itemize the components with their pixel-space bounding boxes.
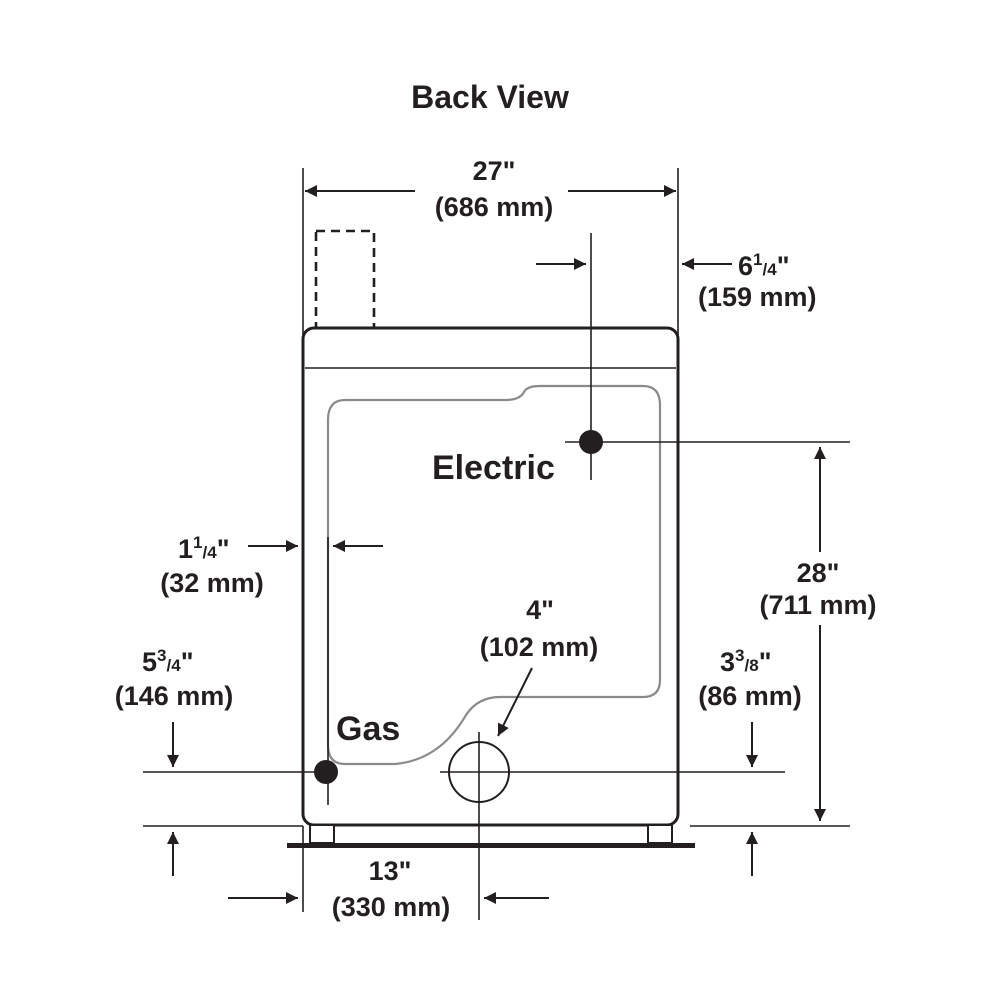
floor-line	[287, 843, 695, 848]
width-imperial: 27"	[473, 156, 516, 186]
dryer-body	[301, 326, 680, 827]
right-foot	[647, 824, 673, 844]
vent-side-metric: (330 mm)	[332, 892, 451, 922]
vent-diameter-arrow	[497, 667, 533, 737]
gas-height-imperial: 53/4"	[142, 646, 194, 677]
width-metric: (686 mm)	[435, 192, 554, 222]
vent-height-metric: (86 mm)	[698, 681, 802, 711]
vent-height-imperial: 33/8"	[720, 646, 772, 677]
gas-offset-metric: (32 mm)	[160, 568, 264, 598]
electric-label: Electric	[432, 449, 555, 487]
vent-diameter-imperial: 4"	[526, 595, 554, 625]
left-foot	[309, 824, 335, 844]
electric-offset-metric: (159 mm)	[698, 282, 817, 312]
electric-offset-imperial: 61/4"	[738, 250, 790, 281]
gas-label: Gas	[336, 710, 400, 748]
electric-connection-dot	[579, 430, 603, 454]
gas-height-metric: (146 mm)	[115, 681, 234, 711]
vent-diameter-metric: (102 mm)	[480, 632, 599, 662]
vent-duct-outline	[314, 229, 376, 330]
diagram-title: Back View	[411, 79, 569, 115]
gas-connection-dot	[314, 760, 338, 784]
gas-offset-imperial: 11/4"	[178, 533, 230, 564]
electric-height-imperial: 28"	[797, 558, 840, 588]
vent-side-imperial: 13"	[369, 856, 412, 886]
electric-height-metric: (711 mm)	[759, 590, 876, 620]
cabinet-contour	[326, 384, 662, 766]
